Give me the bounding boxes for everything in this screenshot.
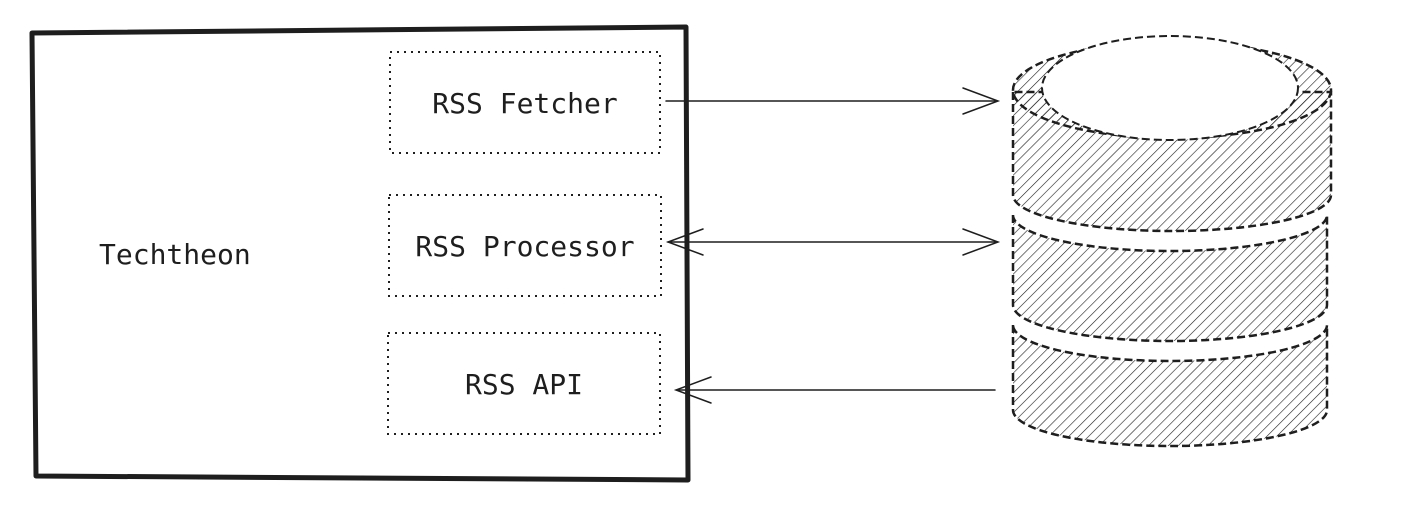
component-rss-fetcher: RSS Fetcher xyxy=(389,51,661,154)
system-label: Techtheon xyxy=(99,238,251,271)
database-icon xyxy=(1011,35,1333,448)
arrow-processor-database-bidirectional xyxy=(665,228,1001,256)
arrow-fetcher-to-database xyxy=(665,87,1001,115)
component-label-processor: RSS Processor xyxy=(415,230,634,263)
component-label-fetcher: RSS Fetcher xyxy=(432,87,617,120)
component-rss-api: RSS API xyxy=(387,332,661,435)
component-label-api: RSS API xyxy=(465,368,583,401)
arrow-database-to-api xyxy=(673,376,996,404)
system-container: Techtheon xyxy=(29,24,691,483)
component-rss-processor: RSS Processor xyxy=(388,194,662,297)
